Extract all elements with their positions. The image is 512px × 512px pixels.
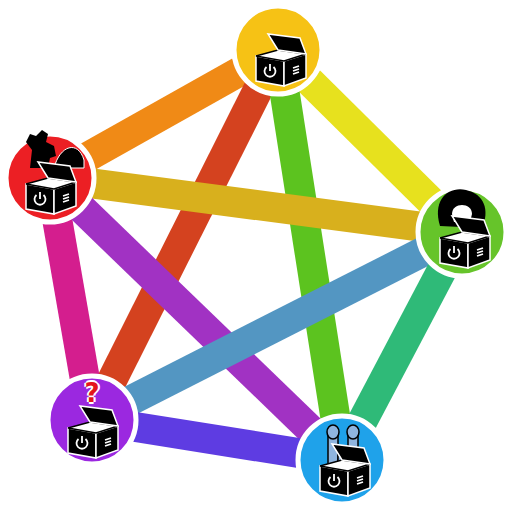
question-mark: ? [44, 380, 140, 406]
circle-fill [298, 416, 386, 504]
server-box-icon [26, 162, 76, 214]
server-box-icon [256, 34, 306, 86]
server-circle [294, 412, 390, 508]
circle-outline [414, 184, 510, 280]
server-box-icon [440, 216, 490, 268]
church-towers [327, 425, 359, 464]
link-band [94, 184, 419, 227]
bear-figure [26, 130, 84, 168]
circle-outline [294, 412, 390, 508]
circle-fill [234, 6, 322, 94]
server-circle [414, 184, 510, 280]
server-box-icon [320, 444, 370, 496]
server-circle [230, 2, 326, 98]
circle-fill [418, 188, 506, 276]
link-band [309, 81, 430, 201]
server-circle [2, 130, 98, 226]
server-box-icon [68, 406, 118, 458]
circle-fill [6, 134, 94, 222]
circle-outline [230, 2, 326, 98]
server-circle: ? [44, 372, 140, 468]
link-band [135, 427, 298, 453]
circle-outline [2, 130, 98, 226]
link-band [362, 271, 441, 421]
link-band [58, 221, 85, 376]
link-band [285, 93, 335, 416]
portrait-figure [438, 189, 486, 228]
